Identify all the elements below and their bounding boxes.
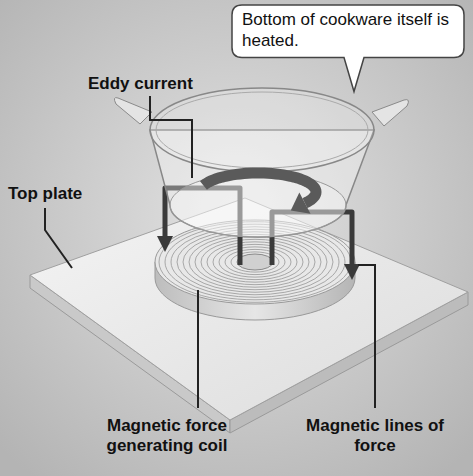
magnetic-lines-label: Magnetic lines of force	[285, 416, 465, 457]
cookware	[114, 88, 408, 237]
coil-label: Magnetic force generating coil	[92, 416, 242, 457]
callout-text: Bottom of cookware itself is heated.	[242, 9, 454, 52]
leader-lines	[45, 96, 375, 408]
eddy-current-arrow	[203, 173, 316, 214]
top-plate-label: Top plate	[8, 184, 108, 204]
callout-bubble: Bottom of cookware itself is heated.	[232, 5, 464, 58]
eddy-current-label: Eddy current	[88, 74, 218, 94]
